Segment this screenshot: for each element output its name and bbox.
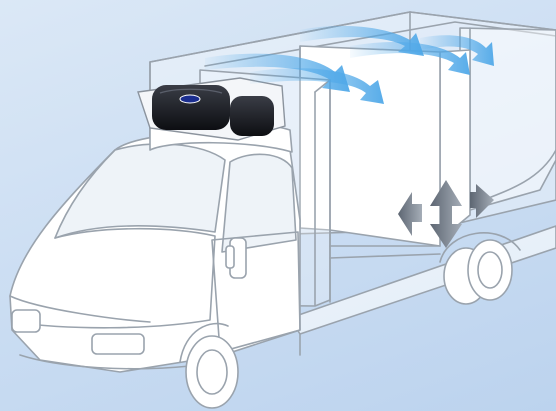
truck-cab <box>10 133 300 372</box>
rear-door-frame <box>460 28 556 215</box>
